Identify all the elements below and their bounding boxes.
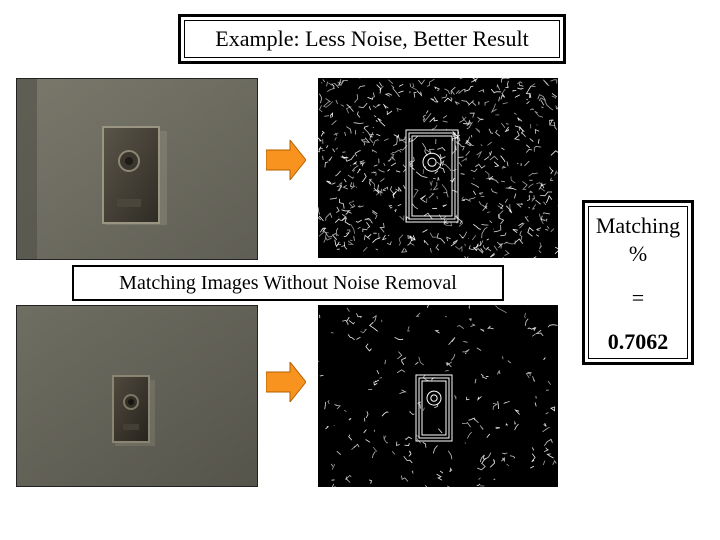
photo-noisy-original (16, 78, 258, 260)
slide-title: Example: Less Noise, Better Result (184, 20, 560, 58)
right-arrow-icon (265, 360, 307, 407)
edge-image-noisy (318, 78, 558, 258)
equals-sign: = (631, 285, 645, 310)
caption-no-noise-removal: Matching Images Without Noise Removal (72, 265, 504, 301)
right-arrow-icon (265, 138, 307, 185)
title-box: Example: Less Noise, Better Result (178, 14, 566, 64)
matching-result-box: Matching % = 0.7062 (582, 200, 694, 365)
edge-image-denoised (318, 305, 558, 487)
matching-value: 0.7062 (607, 329, 669, 354)
matching-label: Matching (595, 213, 681, 238)
photo-denoised-original (16, 305, 258, 487)
percent-label: % (628, 241, 648, 266)
